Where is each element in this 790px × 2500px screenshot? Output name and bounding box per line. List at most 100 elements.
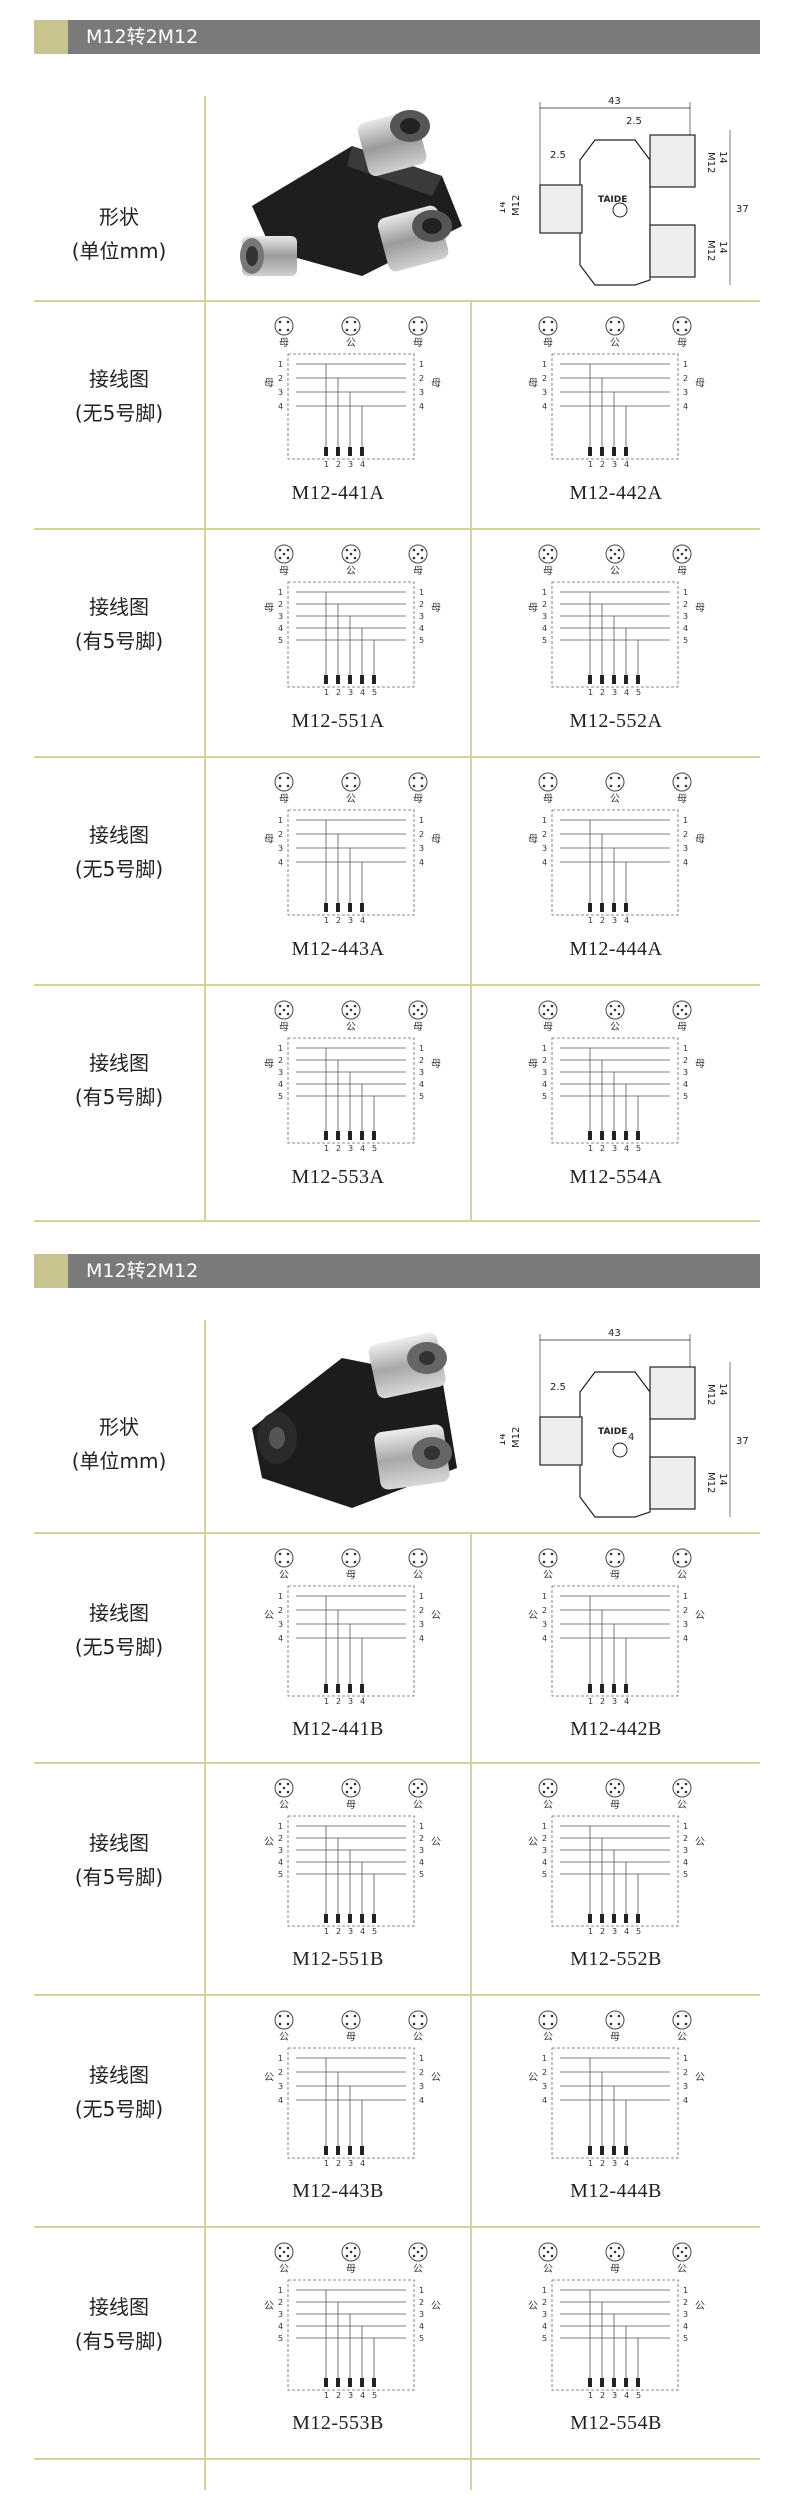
wiring-label-line2: (有5号脚) <box>74 1085 164 1109</box>
pin-number: 2 <box>600 1697 605 1706</box>
pin-number: 1 <box>324 688 329 697</box>
row-separator <box>34 1994 760 1996</box>
pin-number: 2 <box>419 600 424 609</box>
pin-number: 2 <box>683 830 688 839</box>
pin-number: 4 <box>683 624 688 633</box>
connector-face-icon <box>408 316 428 336</box>
row-separator <box>34 2458 760 2460</box>
pin-number: 4 <box>624 916 629 925</box>
section-title: M12转2M12 <box>86 26 199 48</box>
pin-number: 4 <box>542 402 547 411</box>
connector-face-icon <box>341 772 361 792</box>
pin-number: 1 <box>683 360 688 369</box>
pin-number: 5 <box>542 1870 547 1879</box>
pin-number: 1 <box>683 2054 688 2063</box>
dim-m12-bottom: M12 <box>705 1472 716 1493</box>
pin-number: 3 <box>278 2082 283 2091</box>
side-gender-label: 公 <box>264 1610 274 1621</box>
wiring-label: 接线图 (无5号脚) <box>34 362 204 430</box>
pin-number: 4 <box>542 2322 547 2331</box>
pin-number: 5 <box>542 636 547 645</box>
connector-gender-label: 母 <box>677 793 687 805</box>
pin-number: 5 <box>278 1092 283 1101</box>
pin-number: 1 <box>588 688 593 697</box>
connector-face-icon <box>408 772 428 792</box>
pin-number: 3 <box>612 688 617 697</box>
pin-number: 2 <box>278 2298 283 2307</box>
pin-number: 1 <box>588 916 593 925</box>
row-separator <box>34 1220 760 1222</box>
pin-number: 3 <box>419 388 424 397</box>
side-gender-label: 公 <box>431 1837 441 1848</box>
side-gender-label: 母 <box>528 1058 538 1070</box>
dimension-drawing: 43 2.5 4 TAIDE 37 M12 14 M12 14 M12 14 <box>500 1322 750 1522</box>
side-gender-label: 公 <box>695 1837 705 1848</box>
pin-number: 1 <box>588 2391 593 2400</box>
product-photo <box>232 1318 482 1523</box>
wiring-label-line1: 接线图 <box>89 1601 149 1625</box>
pin-number: 1 <box>278 2286 283 2295</box>
pin-number: 3 <box>278 844 283 853</box>
pin-number: 5 <box>683 1870 688 1879</box>
connector-gender-label: 母 <box>413 793 423 805</box>
connector-face-icon <box>672 772 692 792</box>
pin-number: 5 <box>372 2391 377 2400</box>
row-separator <box>34 1762 760 1764</box>
connector-gender-label: 母 <box>543 565 553 577</box>
pin-number: 3 <box>612 2159 617 2168</box>
connector-face-icon <box>538 1548 558 1568</box>
connector-face-icon <box>341 1548 361 1568</box>
pin-number: 3 <box>542 388 547 397</box>
row-separator <box>34 756 760 758</box>
pin-number: 1 <box>588 1697 593 1706</box>
pin-number: 4 <box>624 1697 629 1706</box>
model-code: M12-552B <box>570 1948 662 1970</box>
pin-number: 1 <box>324 460 329 469</box>
pin-number: 3 <box>683 388 688 397</box>
pin-number: 1 <box>542 1822 547 1831</box>
logo-text: TAIDE <box>598 195 627 205</box>
wiring-label-line1: 接线图 <box>89 2063 149 2087</box>
pin-number: 4 <box>683 402 688 411</box>
pin-number: 5 <box>372 1144 377 1153</box>
connector-gender-label: 母 <box>413 565 423 577</box>
pin-number: 4 <box>542 1858 547 1867</box>
connector-gender-label: 公 <box>413 2032 423 2043</box>
pin-number: 5 <box>636 2391 641 2400</box>
pin-number: 3 <box>278 1846 283 1855</box>
pin-number: 2 <box>419 2068 424 2077</box>
wiring-label-line2: (有5号脚) <box>74 629 164 653</box>
pin-number: 5 <box>278 2334 283 2343</box>
pin-number: 4 <box>360 1697 365 1706</box>
wiring-label: 接线图 (有5号脚) <box>34 2290 204 2358</box>
pin-number: 2 <box>683 2298 688 2307</box>
connector-face-icon <box>538 544 558 564</box>
pin-number: 4 <box>419 1858 424 1867</box>
pin-number: 5 <box>636 1927 641 1936</box>
model-code: M12-554B <box>570 2412 662 2434</box>
dim-14-bottom: 14 <box>717 1473 728 1486</box>
model-code: M12-553A <box>291 1166 385 1188</box>
connector-face-icon <box>538 772 558 792</box>
wiring-label: 接线图 (无5号脚) <box>34 818 204 886</box>
pin-number: 2 <box>683 374 688 383</box>
connector-face-icon <box>341 1778 361 1798</box>
connector-face-icon <box>274 316 294 336</box>
pin-number: 4 <box>278 402 283 411</box>
connector-gender-label: 母 <box>543 337 553 349</box>
col-divider <box>204 1320 206 2490</box>
wiring-label-line2: (有5号脚) <box>74 1865 164 1889</box>
pin-number: 1 <box>324 1927 329 1936</box>
pin-number: 3 <box>612 1697 617 1706</box>
pin-number: 4 <box>683 858 688 867</box>
pin-number: 1 <box>278 360 283 369</box>
pin-number: 2 <box>600 1144 605 1153</box>
